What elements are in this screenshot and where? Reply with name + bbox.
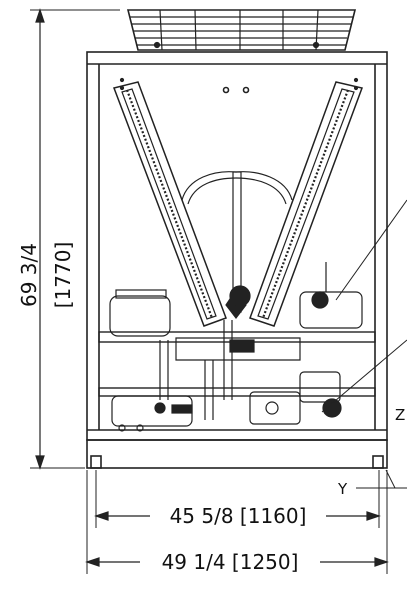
inner-width-dimension-label: 45 5/8 [1160]	[170, 504, 307, 528]
fan-grille	[126, 9, 357, 51]
right-valve-assembly	[249, 262, 363, 425]
refrigerant-piping	[159, 171, 301, 420]
right-condenser-coil	[249, 81, 363, 327]
height-dimension-metric-label: [1770]	[51, 242, 75, 309]
height-dimension	[30, 8, 120, 470]
callout-z-label: Z	[395, 406, 405, 424]
cabinet-frame	[86, 51, 388, 441]
overall-width-dimension	[85, 470, 389, 574]
height-dimension-label: 69 3/4	[17, 243, 41, 307]
callout-y-label: Y	[337, 480, 348, 498]
base-pad	[86, 439, 388, 469]
left-condenser-coil	[113, 81, 227, 327]
overall-width-dimension-label: 49 1/4 [1250]	[162, 550, 299, 574]
inner-width-dimension	[94, 470, 381, 528]
left-compressor	[109, 289, 193, 432]
callout-leaders	[321, 199, 407, 489]
support-rails	[98, 331, 376, 397]
